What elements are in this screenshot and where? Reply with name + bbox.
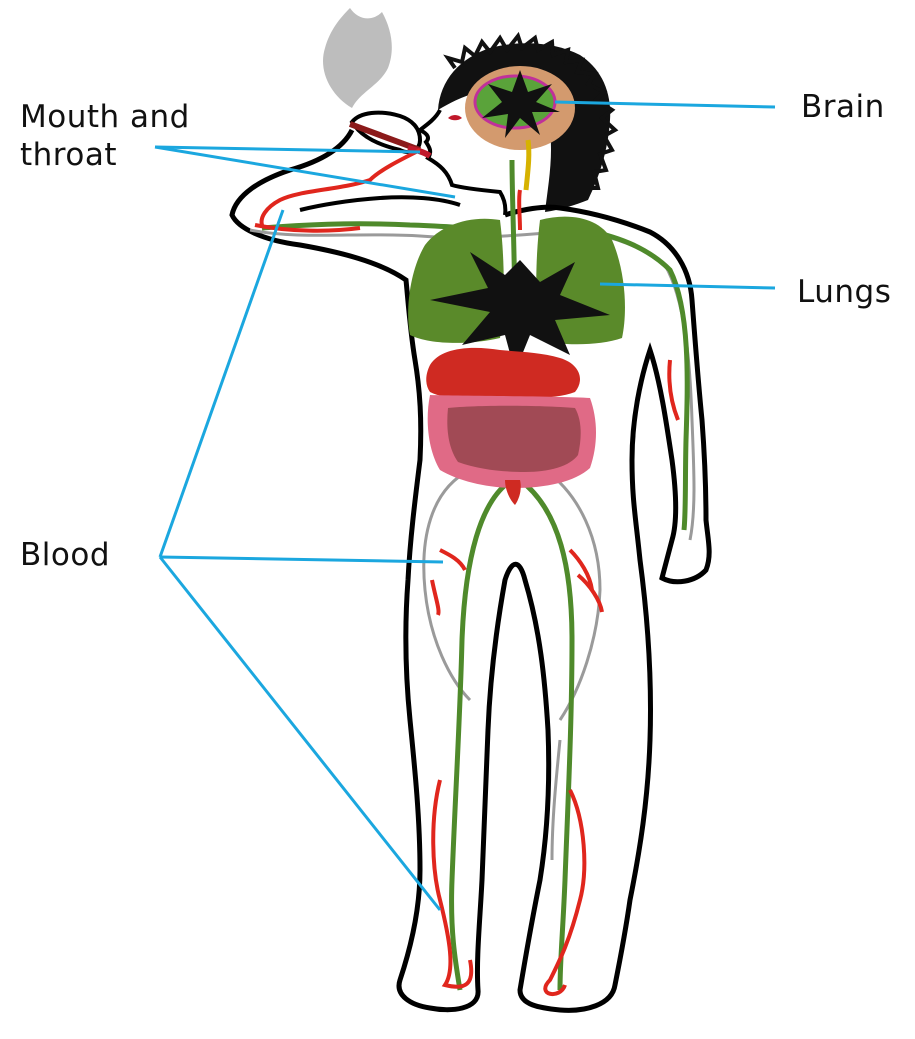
mouth-throat-label: Mouth and throat: [20, 98, 190, 174]
lungs-callout-line: [600, 284, 775, 288]
small-intestine: [447, 406, 580, 472]
mouth-callout-line-a: [155, 147, 420, 152]
brain-label: Brain: [801, 88, 885, 126]
brain-stem: [526, 140, 529, 190]
inner-arm-outline: [300, 197, 460, 210]
blood-callout-line-leg: [160, 557, 440, 910]
blood-label: Blood: [20, 536, 110, 574]
smoke-shape: [323, 8, 392, 108]
lungs-label: Lungs: [797, 273, 891, 311]
blood-callout-line-arm: [160, 210, 283, 557]
blood-callout-line-thigh: [160, 557, 443, 562]
stomach-shape: [426, 348, 580, 398]
eye-shape: [448, 115, 462, 120]
rectum-shape: [505, 480, 521, 505]
